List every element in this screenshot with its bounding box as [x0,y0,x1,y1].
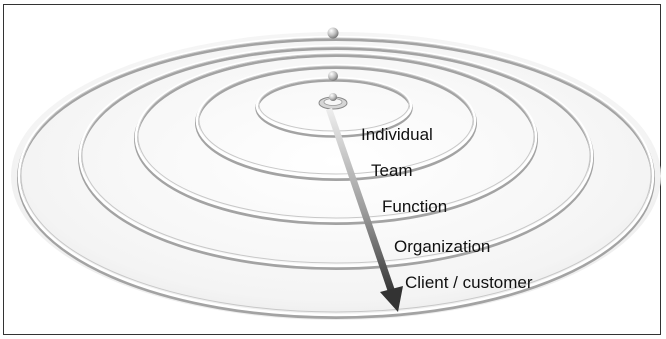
drop-sphere-upper [327,27,339,39]
drop-sphere-lower [328,71,338,81]
ring-team [195,63,477,181]
level-label-individual: Individual [361,125,433,144]
level-label-client-customer: Client / customer [405,273,533,292]
outward-arrow [326,108,403,312]
level-label-organization: Organization [394,237,491,256]
level-label-team: Team [371,161,413,180]
level-label-function: Function [382,197,448,216]
center-drop [318,93,348,110]
ring-function [134,51,538,225]
ring-organization [78,44,594,270]
